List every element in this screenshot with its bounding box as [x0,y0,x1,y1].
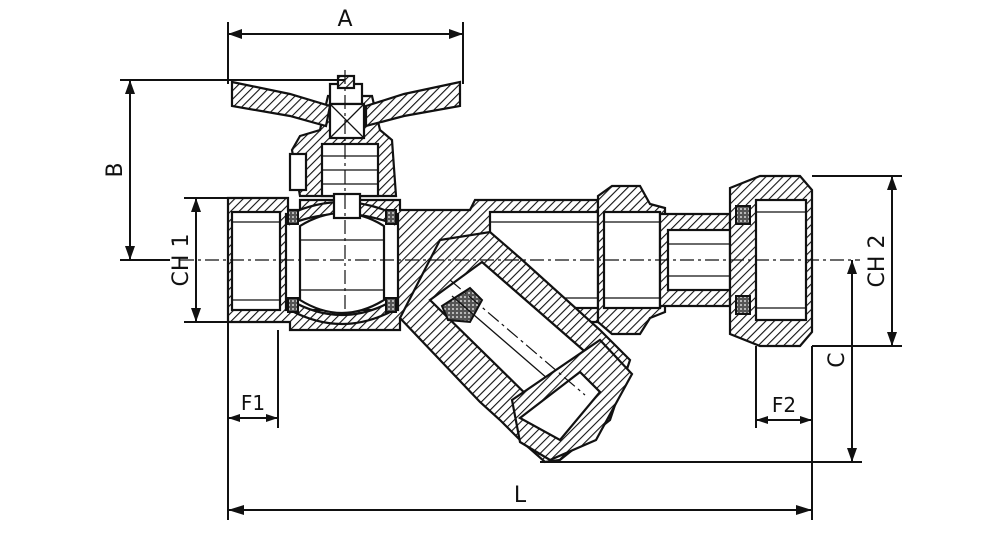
label-A: A [337,7,352,32]
valve-body [226,74,814,464]
dimension-F1: F1 [227,322,279,428]
dimension-B: B [103,79,345,261]
label-L: L [514,483,527,508]
dimension-CH2: CH 2 [812,175,902,347]
label-CH2: CH 2 [865,235,890,288]
label-B: B [103,162,128,177]
label-CH1: CH 1 [169,234,194,287]
label-F2: F2 [772,393,796,417]
dimension-L: L [227,346,813,520]
dimension-C: C [540,260,862,463]
label-C: C [825,352,850,367]
center-lines [180,70,860,396]
label-F1: F1 [241,391,265,415]
dimension-CH1: CH 1 [169,197,228,323]
dimension-F2: F2 [755,346,813,428]
dimension-A: A [227,7,464,84]
